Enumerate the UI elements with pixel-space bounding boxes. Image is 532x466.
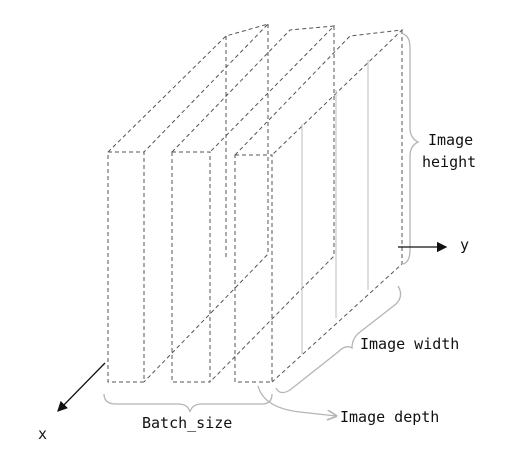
y-axis-label: y [460, 236, 470, 254]
depth-slice-lines [301, 60, 369, 354]
batch-brace [103, 393, 273, 413]
x-axis-label: x [38, 425, 48, 443]
width-brace [275, 285, 402, 394]
x-axis-arrow [57, 362, 106, 412]
depth-pointer-arrow [257, 385, 336, 416]
batch-size-label: Batch_size [142, 414, 233, 432]
image-depth-label: Image depth [340, 408, 440, 426]
batch-box-3 [234, 29, 404, 383]
image-height-label-line1: Image [428, 131, 474, 149]
image-width-label: Image width [360, 335, 460, 353]
height-brace [402, 33, 420, 265]
batch-box-2 [171, 25, 336, 383]
batch-box-1 [107, 23, 270, 383]
image-height-label-line2: height [422, 153, 477, 171]
